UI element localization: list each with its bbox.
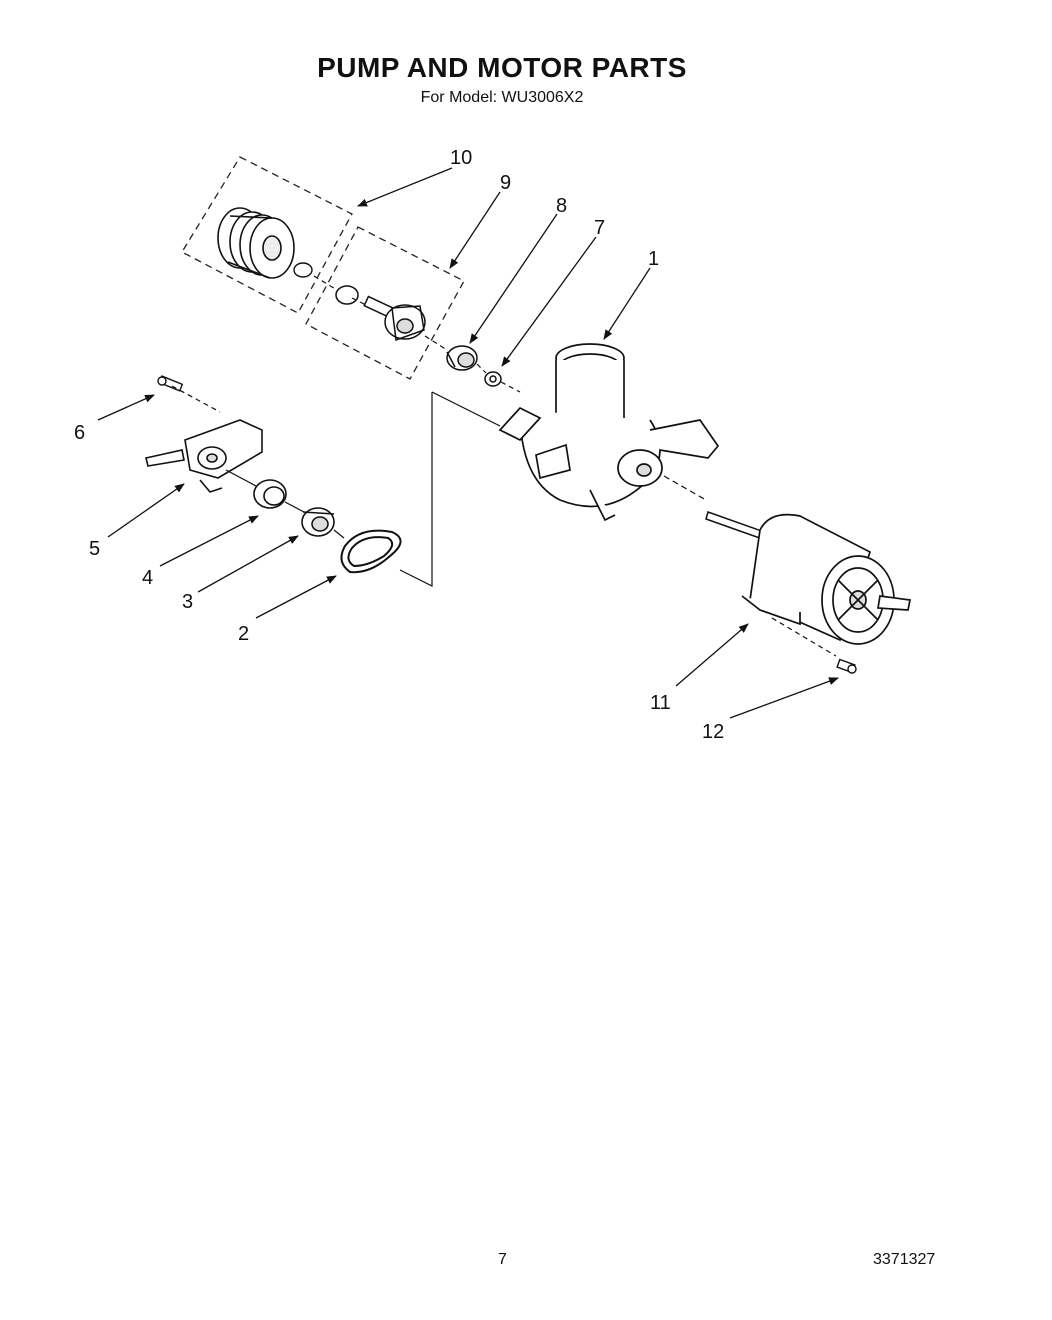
part-8-seal xyxy=(446,345,478,371)
leader-lines xyxy=(97,167,839,719)
part-10-clip xyxy=(293,262,313,278)
part-5-cover xyxy=(145,419,263,493)
callout-2: 2 xyxy=(238,623,249,645)
group-box-9 xyxy=(305,226,465,380)
part-1-pump-housing xyxy=(498,343,720,522)
callout-4: 4 xyxy=(142,567,153,589)
part-4-ring xyxy=(253,479,287,509)
callout-6: 6 xyxy=(74,422,85,444)
assembly-lines xyxy=(171,275,837,657)
page-number: 7 xyxy=(498,1251,507,1268)
callout-11: 11 xyxy=(650,692,671,714)
model-subtitle: For Model: WU3006X2 xyxy=(420,89,584,106)
part-11-motor xyxy=(741,513,912,645)
part-12-screw xyxy=(836,658,857,674)
callout-7: 7 xyxy=(594,217,605,239)
callout-9: 9 xyxy=(500,172,511,194)
callout-3: 3 xyxy=(182,591,193,613)
part-10-drum xyxy=(217,207,295,279)
callout-5: 5 xyxy=(89,538,100,560)
callout-8: 8 xyxy=(556,195,567,217)
callout-12: 12 xyxy=(702,721,724,743)
part-2-gasket xyxy=(340,529,402,574)
part-9-impeller xyxy=(335,285,426,342)
part-6-screw xyxy=(157,375,184,392)
part-3-seal xyxy=(301,507,335,537)
page-title: PUMP AND MOTOR PARTS xyxy=(317,52,687,83)
part-7-washer xyxy=(484,371,502,387)
callout-1: 1 xyxy=(648,248,659,270)
document-number: 3371327 xyxy=(873,1251,936,1268)
callout-10: 10 xyxy=(450,147,472,169)
